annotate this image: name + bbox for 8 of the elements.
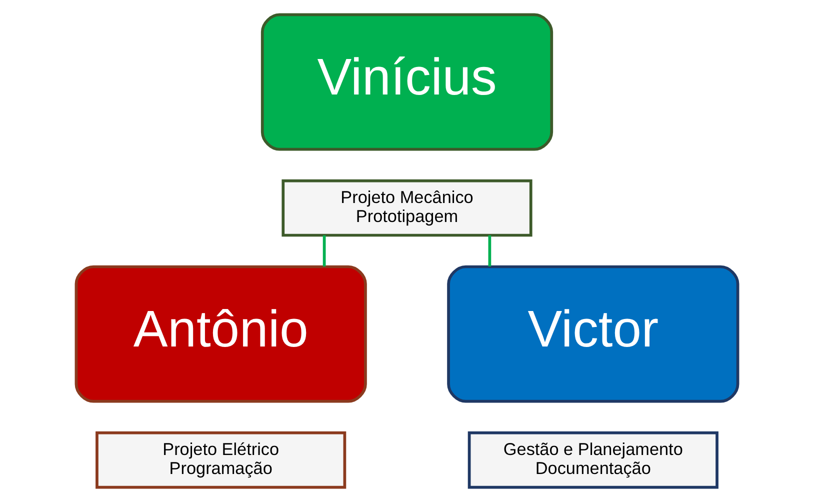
connector: [322, 234, 326, 266]
node-box: Gestão e Planejamento Documentação: [468, 430, 718, 488]
connector: [488, 234, 492, 266]
node-box: Projeto Elétrico Programação: [96, 430, 346, 488]
node-box: Projeto Mecânico Prototipagem: [282, 178, 532, 236]
node-box: Antônio: [74, 264, 367, 402]
node-box: Vinícius: [260, 12, 554, 150]
node-box: Victor: [447, 264, 740, 402]
